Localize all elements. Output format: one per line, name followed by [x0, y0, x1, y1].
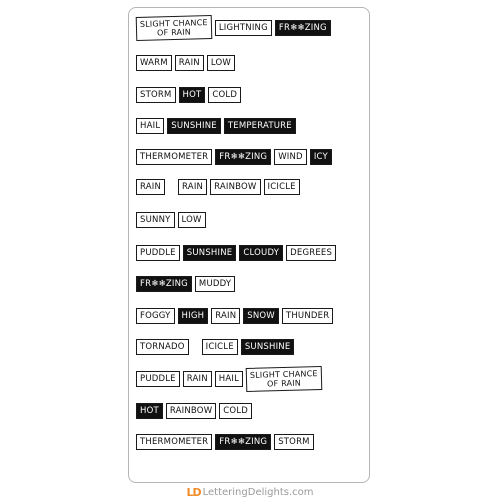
word-sticker: ICY	[309, 149, 332, 165]
word-sticker: RAINBOW	[210, 179, 261, 195]
word-sticker: ICICLE	[263, 179, 300, 195]
word-sticker: FOGGY	[136, 308, 175, 324]
word-sticker: TORNADO	[136, 339, 189, 355]
footer: LD LetteringDelights.com	[0, 485, 500, 499]
word-sticker: THUNDER	[281, 308, 334, 324]
word-sticker: SUNSHINE	[182, 245, 237, 261]
word-sticker: DEGREES	[286, 245, 337, 261]
word-sticker: RAIN	[136, 179, 166, 195]
word-sticker: LIGHTNING	[214, 20, 272, 36]
word-sticker: ICICLE	[201, 339, 238, 355]
word-sticker: PUDDLE	[136, 245, 180, 261]
word-sticker: HOT	[136, 403, 163, 419]
word-sticker: FR❄❄ZING	[274, 20, 331, 36]
site-name: LetteringDelights.com	[202, 486, 314, 498]
ld-logo-icon: LD	[186, 485, 201, 499]
word-sticker: HOT	[178, 87, 206, 103]
word-sticker: HAIL	[214, 371, 244, 387]
word-sticker: RAINBOW	[165, 403, 217, 419]
word-sticker: WARM	[136, 55, 172, 71]
word-sticker: FR❄❄ZING	[215, 149, 272, 165]
word-sticker: COLD	[219, 403, 253, 419]
word-sticker: TEMPERATURE	[223, 118, 296, 134]
word-sticker: MUDDY	[194, 276, 236, 292]
sticker-line: OF RAIN	[267, 378, 302, 389]
word-sticker: PUDDLE	[136, 371, 180, 387]
word-sticker: LOW	[177, 212, 206, 228]
word-sticker: THERMOMETER	[136, 149, 213, 165]
word-sticker: RAIN	[174, 55, 204, 71]
word-sticker: LOW	[206, 55, 235, 71]
word-sticker: SUNSHINE	[240, 339, 295, 355]
word-sticker: STORM	[274, 434, 314, 450]
word-sticker: RAIN	[182, 371, 212, 387]
sticker-line: OF RAIN	[156, 27, 192, 38]
word-sticker: STORM	[136, 87, 176, 103]
word-sticker: RAIN	[178, 179, 208, 195]
word-sticker: FR❄❄ZING	[215, 434, 272, 450]
word-sticker: SNOW	[243, 308, 279, 324]
word-sticker: SUNSHINE	[167, 118, 221, 134]
word-sticker: HIGH	[177, 308, 209, 324]
word-sticker: CLOUDY	[239, 245, 284, 261]
word-sticker: COLD	[208, 87, 242, 103]
word-sticker: RAIN	[211, 308, 241, 324]
word-sticker: HAIL	[136, 118, 165, 134]
word-sticker: SUNNY	[136, 212, 175, 228]
word-sticker: WIND	[274, 149, 307, 165]
word-sticker: THERMOMETER	[136, 434, 213, 450]
word-sticker: FR❄❄ZING	[136, 276, 192, 292]
